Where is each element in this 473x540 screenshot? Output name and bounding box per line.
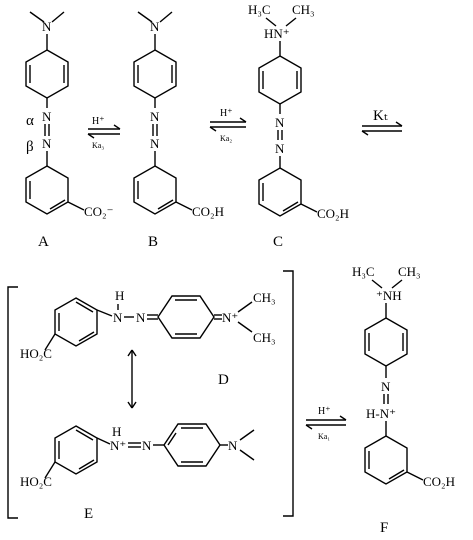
f-azo-n: N: [381, 379, 391, 394]
a-beta-label: β: [26, 139, 34, 155]
arrow-bc-bottom: Ka₂: [220, 134, 232, 143]
resonance-structure-d: HO₂C H N N N⁺ CH₃ CH₃ D: [20, 288, 276, 388]
e-amine-n: N: [228, 438, 238, 453]
arrow-cd-top: Kₜ: [373, 108, 388, 124]
d-carboxylic-acid: HO₂C: [20, 346, 52, 361]
a-azo-n2: N: [42, 136, 52, 151]
label-c: C: [273, 234, 283, 250]
b-azo-n2: N: [150, 136, 160, 151]
equilibrium-arrow-a-b: H⁺ Ka₃: [87, 116, 121, 150]
a-alpha-label: α: [26, 113, 34, 129]
f-ammonium: ⁺NH: [376, 288, 402, 303]
d-hydrazone-n1: N: [113, 310, 123, 325]
equilibrium-arrow-b-c: H⁺ Ka₂: [209, 108, 247, 143]
b-amine-n: N: [150, 19, 160, 34]
resonance-structure-e: HO₂C H N⁺ N N E: [20, 423, 255, 522]
c-azo-n1: N: [275, 115, 285, 130]
d-hydrazone-n2: N: [136, 310, 146, 325]
molecule-f: H₃C CH₃ ⁺NH N H-N⁺ CO₂H F: [352, 264, 455, 536]
e-carboxylic-acid: HO₂C: [20, 474, 52, 489]
c-carboxylic-acid: CO₂H: [317, 206, 349, 221]
arrow-ab-bottom: Ka₃: [92, 141, 104, 150]
label-d: D: [218, 372, 229, 388]
f-carboxylic-acid: CO₂H: [423, 474, 455, 489]
d-methyl-top: CH₃: [253, 290, 276, 305]
c-methyl-right: CH₃: [292, 2, 315, 17]
a-amine-n: N: [42, 19, 52, 34]
label-b: B: [148, 234, 158, 250]
e-nh-hydrogen: H: [112, 424, 121, 439]
f-methyl-left: H₃C: [352, 264, 375, 279]
e-azo-n: N: [142, 438, 152, 453]
d-iminium-n: N⁺: [222, 310, 238, 325]
molecule-a: N α N β N CO₂⁻ A: [25, 11, 113, 250]
a-azo-n1: N: [42, 109, 52, 124]
c-azo-n2: N: [275, 141, 285, 156]
b-azo-n1: N: [150, 109, 160, 124]
arrow-ab-top: H⁺: [92, 116, 105, 127]
e-azo-n-plus: N⁺: [110, 438, 126, 453]
f-methyl-right: CH₃: [398, 264, 421, 279]
arrow-def-top: H⁺: [318, 406, 331, 417]
label-a: A: [38, 234, 49, 250]
label-f: F: [380, 520, 388, 536]
equilibrium-arrow-c-d: Kₜ: [361, 108, 403, 136]
molecule-c: H₃C CH₃ HN⁺ N N CO₂H C: [248, 2, 349, 250]
resonance-bracket: [7, 270, 294, 519]
resonance-double-arrow: [127, 349, 137, 409]
arrow-bc-top: H⁺: [220, 108, 233, 119]
label-e: E: [84, 506, 93, 522]
a-carboxylate: CO₂⁻: [84, 204, 113, 219]
f-protonated-azo-n: H-N⁺: [366, 406, 396, 421]
arrow-def-bottom: Ka₁: [318, 432, 330, 441]
c-ammonium: HN⁺: [264, 26, 290, 41]
b-carboxylic-acid: CO₂H: [192, 204, 224, 219]
equilibrium-arrow-de-f: H⁺ Ka₁: [305, 406, 347, 441]
molecule-b: N N N CO₂H B: [133, 11, 224, 250]
d-nh-hydrogen: H: [115, 288, 124, 303]
d-methyl-bottom: CH₃: [253, 330, 276, 345]
c-methyl-left: H₃C: [248, 2, 271, 17]
